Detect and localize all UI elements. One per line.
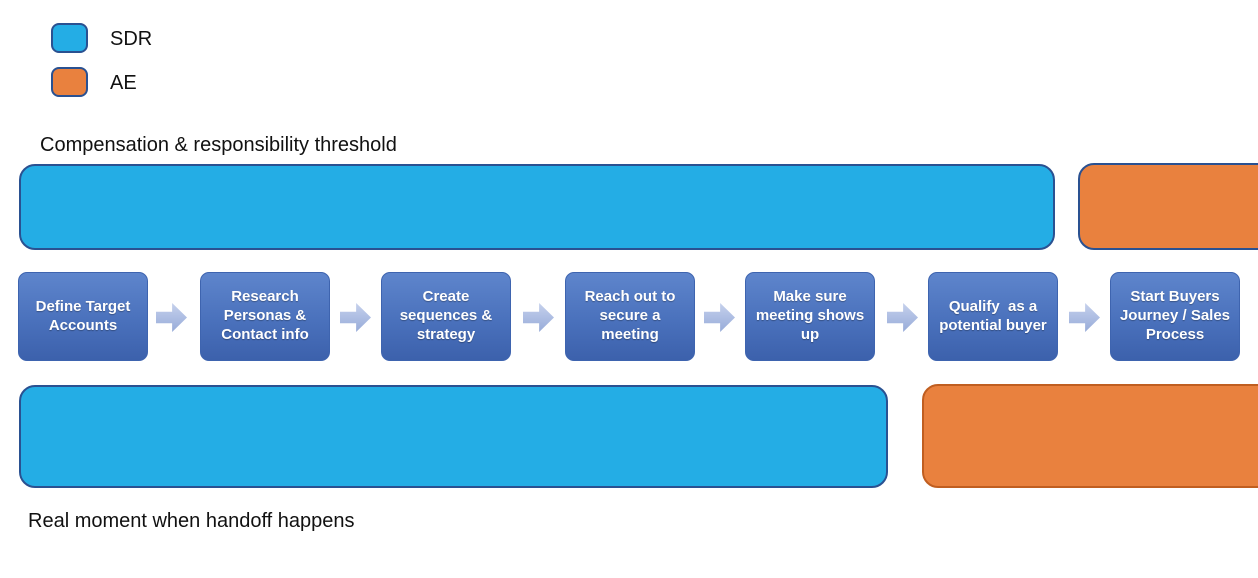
step-label: Create sequences & strategy <box>399 288 497 343</box>
sdr-handoff-bar <box>19 385 888 488</box>
ae-handoff-bar <box>922 384 1258 488</box>
step-label: Define Target Accounts <box>35 297 134 334</box>
arrow-right-icon <box>523 303 554 332</box>
process-step-make-sure-meeting: Make sure meeting shows up <box>745 272 875 361</box>
arrow-right-icon <box>704 303 735 332</box>
process-step-reach-out: Reach out to secure a meeting <box>565 272 695 361</box>
step-label: Research Personas & Contact info <box>221 288 311 343</box>
process-step-create-sequences: Create sequences & strategy <box>381 272 511 361</box>
sdr-compensation-bar <box>19 164 1055 250</box>
step-label: Reach out to secure a meeting <box>584 288 680 343</box>
arrow-right-icon <box>887 303 918 332</box>
legend-swatch-ae <box>51 67 88 97</box>
step-label: Qualify as a potential buyer <box>939 297 1047 334</box>
ae-compensation-bar <box>1078 163 1258 250</box>
arrow-right-icon <box>340 303 371 332</box>
arrow-right-icon <box>1069 303 1100 332</box>
process-step-start-buyers-journey: Start Buyers Journey / Sales Process <box>1110 272 1240 361</box>
step-label: Start Buyers Journey / Sales Process <box>1119 288 1235 343</box>
process-step-define-target-accounts: Define Target Accounts <box>18 272 148 361</box>
legend-label-ae: AE <box>110 72 137 94</box>
arrow-right-icon <box>156 303 187 332</box>
step-label: Make sure meeting shows up <box>755 288 869 343</box>
legend-label-sdr: SDR <box>110 28 153 50</box>
process-step-research-personas: Research Personas & Contact info <box>200 272 330 361</box>
process-step-qualify-buyer: Qualify as a potential buyer <box>928 272 1058 361</box>
legend-swatch-sdr <box>51 23 88 53</box>
handoff-moment-label: Real moment when handoff happens <box>28 510 355 532</box>
compensation-threshold-label: Compensation & responsibility threshold <box>40 134 397 156</box>
